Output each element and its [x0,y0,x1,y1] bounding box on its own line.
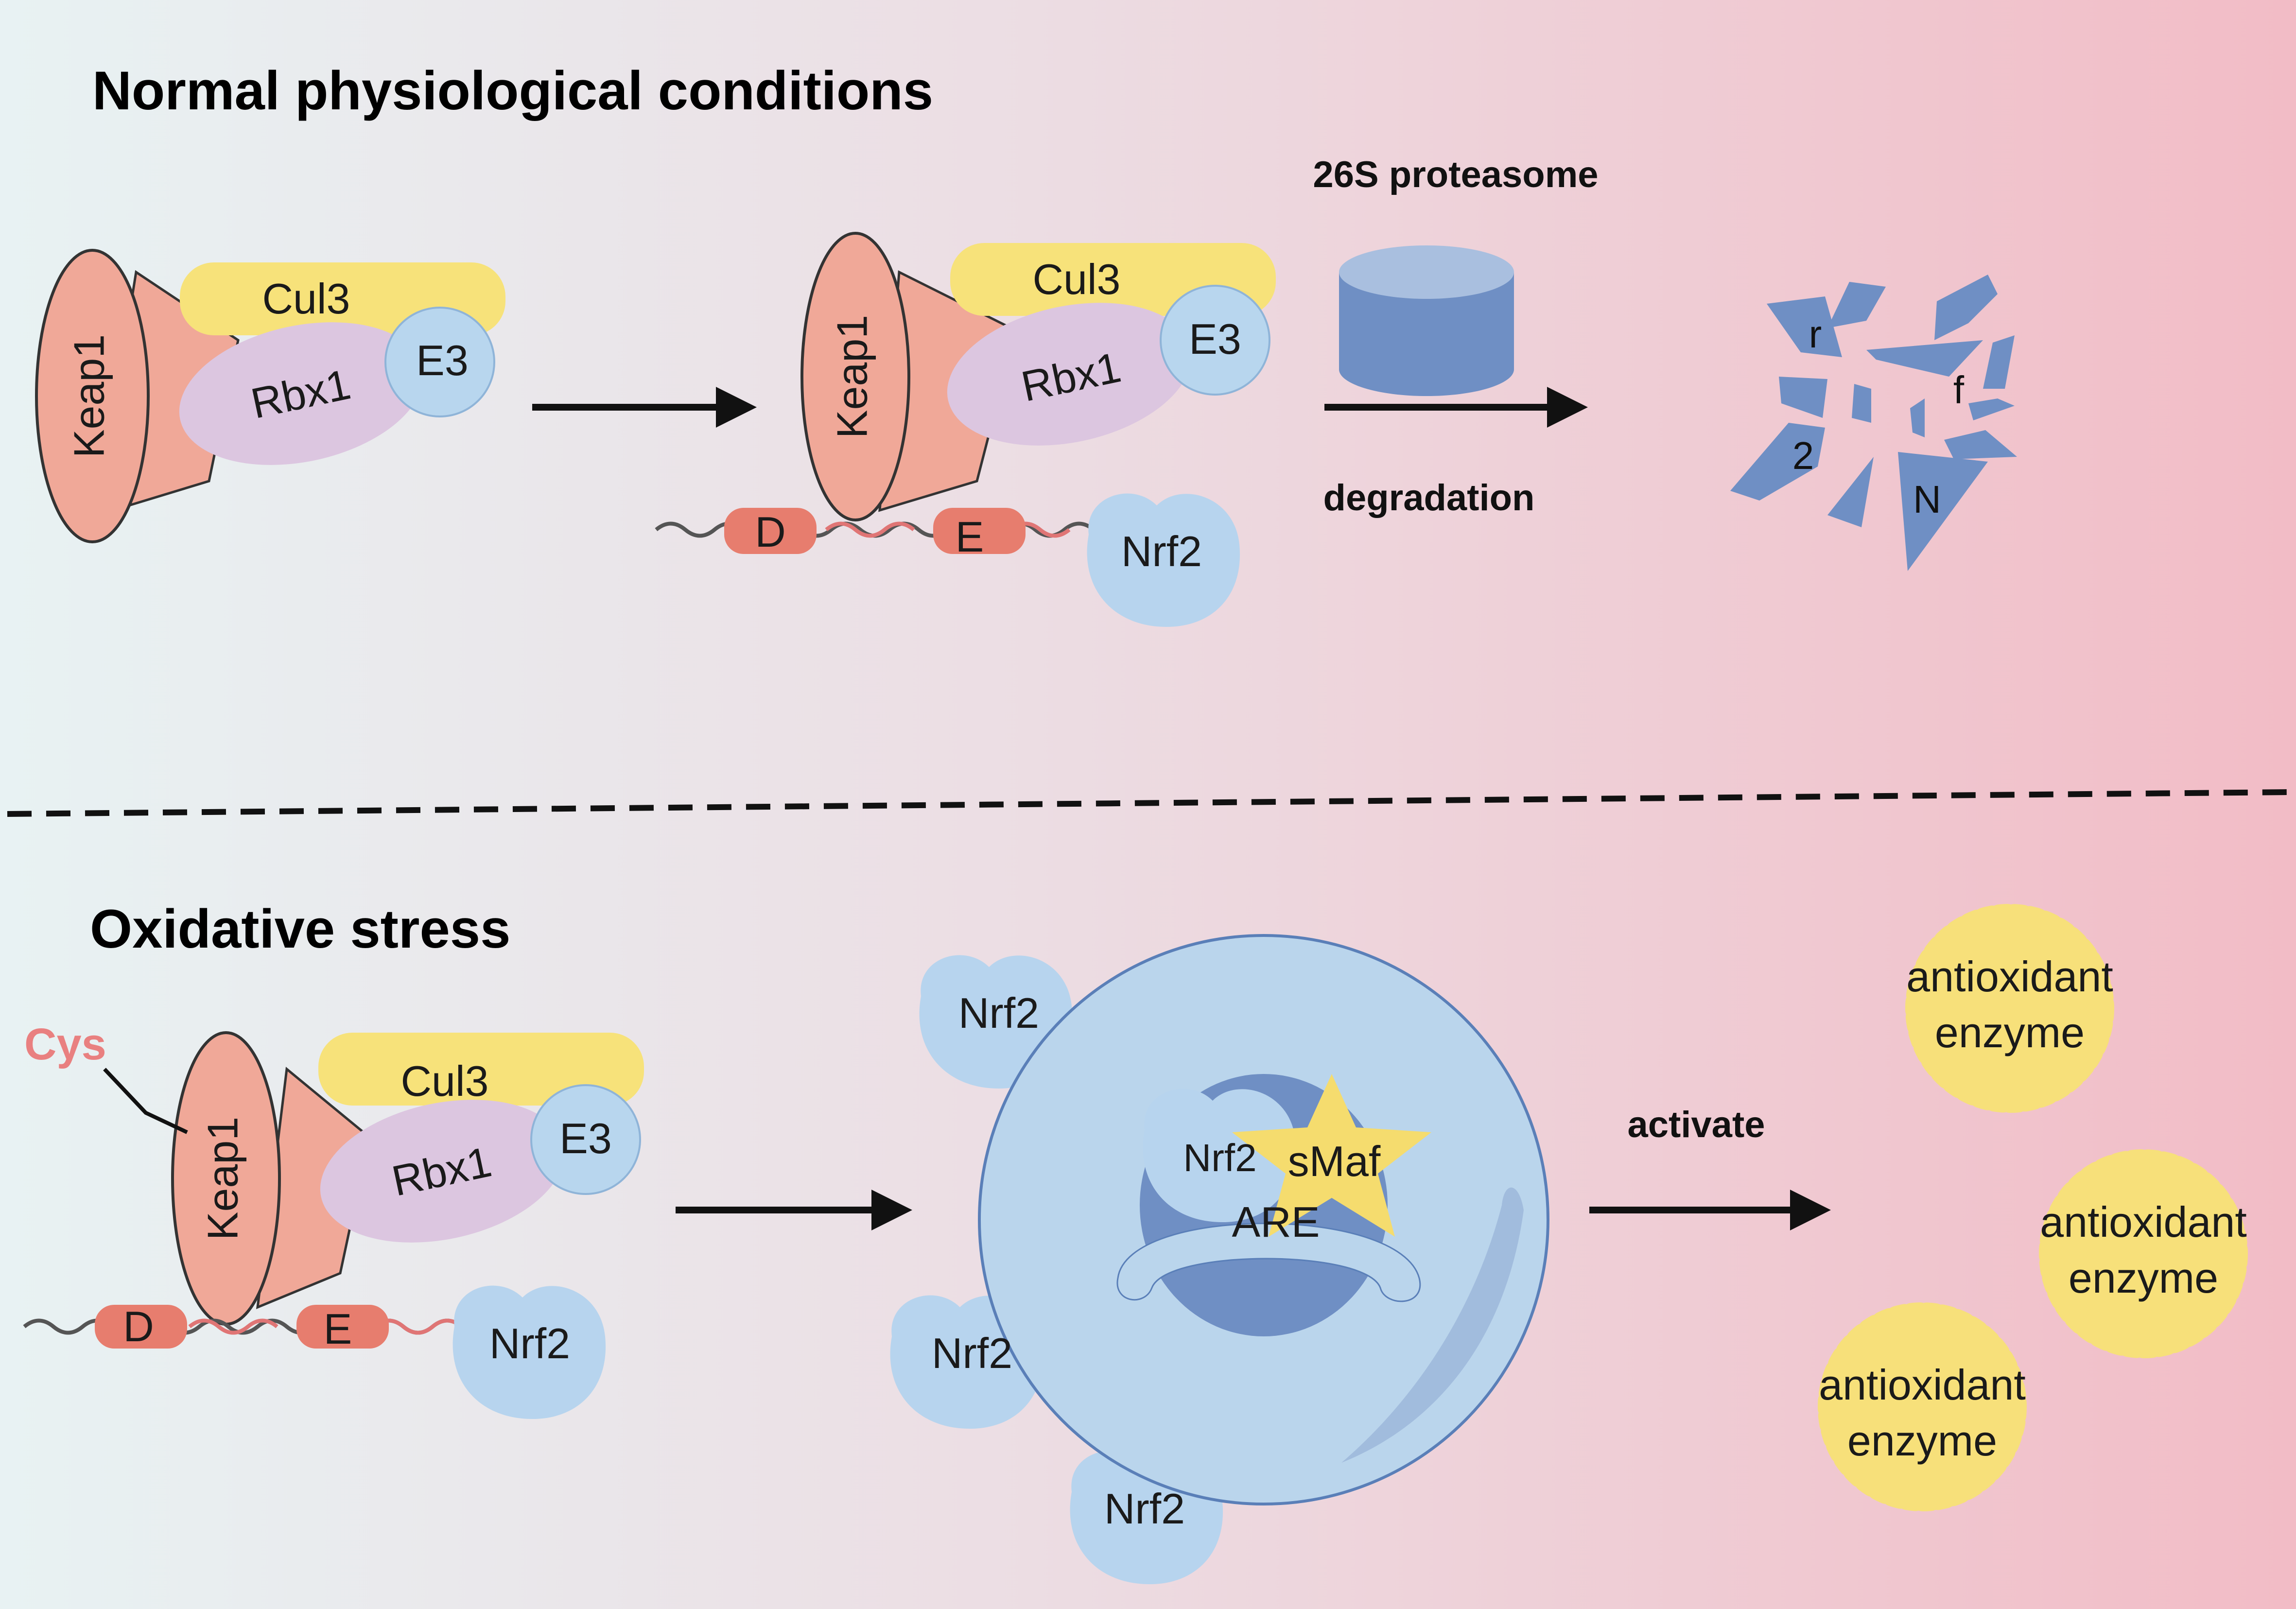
nrf2-label-left: Nrf2 [932,1329,1012,1377]
panel-divider [7,789,2290,817]
enzyme-blob [1905,904,2114,1113]
are-arc [1116,1223,1421,1302]
enzyme-label-line2: enzyme [1935,1008,2085,1056]
keap1-label-2: Keap1 [828,315,876,438]
rbx1-ellipse-2 [947,303,1192,446]
enzyme-label-line1: antioxidant [1906,952,2113,1001]
fragment [1866,340,1983,377]
cul3-label: Cul3 [262,275,350,323]
keap1-ellipse [35,249,150,543]
nrf2-fragments: r f 2 N [1730,275,2017,571]
antioxidant-enzyme-3: antioxidant enzyme [1818,1302,2027,1511]
antioxidant-enzyme-1: antioxidant enzyme [1905,904,2114,1113]
enzyme-label-line1: antioxidant [1819,1361,2026,1409]
fragment-label-f: f [1953,368,1965,412]
proteasome-cylinder [1339,245,1514,396]
fragment [1983,335,2015,389]
e3-circle [384,307,495,417]
cys-line [103,1068,188,1134]
proteasome-label: 26S proteasome [1313,154,1598,195]
proteasome-top [1339,245,1514,299]
degradation-label: degradation [1323,477,1535,519]
rbx1-ellipse [179,322,424,465]
d-domain [724,508,817,554]
nucleus: Nrf2 sMaf ARE [978,934,1549,1505]
fragment [1910,398,1925,437]
nrf2-label-free: Nrf2 [489,1319,570,1367]
fragment-label-r: r [1809,312,1822,356]
fragment [1852,384,1871,423]
enzyme-label-line1: antioxidant [2040,1198,2247,1246]
fragment [1968,398,2015,420]
nucleus-crescent [1341,1187,1524,1463]
activate-label: activate [1627,1104,1765,1145]
nrf2-label-top: Nrf2 [958,989,1039,1037]
keap1-label-3: Keap1 [198,1117,246,1240]
fragment-label-n: N [1913,478,1941,521]
e3-circle-3 [530,1084,641,1195]
cul3-bar-3 [318,1033,644,1106]
fragment-label-2: 2 [1792,434,1814,477]
e3-label-3: E3 [559,1114,612,1162]
nrf2-label-bottom: Nrf2 [1104,1485,1185,1533]
rbx1-ellipse-3 [320,1100,565,1243]
keap1-complex-3: Keap1 Cul3 Rbx1 E3 Cys D E Nrf2 [23,1020,644,1419]
keap1-complex-1: Keap1 Cul3 Rbx1 E3 [35,249,505,543]
d-label: D [755,508,786,556]
fragment [1730,423,1825,501]
e-label: E [956,513,984,561]
e3-label-2: E3 [1189,315,1241,363]
fragment [1934,275,1998,340]
fragment [1767,296,1842,357]
panel-title-stress: Oxidative stress [90,899,510,959]
e-domain [933,508,1026,554]
e-label-free: E [324,1305,352,1353]
e3-label: E3 [416,336,469,384]
d-label-free: D [123,1302,154,1350]
fragment [1779,377,1827,418]
cul3-label-3: Cul3 [401,1057,489,1105]
nrf2-label: Nrf2 [1121,527,1202,575]
enzyme-blob [2039,1149,2248,1358]
smaf-star [1232,1074,1431,1237]
cys-label: Cys [24,1020,106,1069]
enzyme-label-line2: enzyme [1847,1417,1997,1465]
e3-circle-2 [1160,285,1270,396]
are-label: ARE [1232,1198,1320,1246]
e-domain-free [296,1305,389,1349]
antioxidant-enzyme-2: antioxidant enzyme [2039,1149,2248,1358]
enzyme-label-line2: enzyme [2069,1254,2218,1302]
enzyme-blob [1818,1302,2027,1511]
keap1-complex-2: Keap1 Cul3 Rbx1 E3 D E Nrf2 [655,232,1276,627]
nrf2-chain-free-red [188,1318,463,1335]
keap1-label: Keap1 [65,334,113,458]
fragment [1827,282,1886,328]
proteasome-bottom [1339,343,1514,396]
smaf-label: sMaf [1288,1137,1381,1185]
keap1-ellipse-2 [800,232,910,521]
nrf2-label-nucleus: Nrf2 [1183,1136,1256,1179]
fragment [1944,430,2017,459]
panel-title-normal: Normal physiological conditions [92,60,933,121]
cul3-label-2: Cul3 [1033,255,1121,303]
fragment [1827,457,1874,527]
fragment [1898,452,1988,571]
d-domain-free [95,1305,187,1349]
